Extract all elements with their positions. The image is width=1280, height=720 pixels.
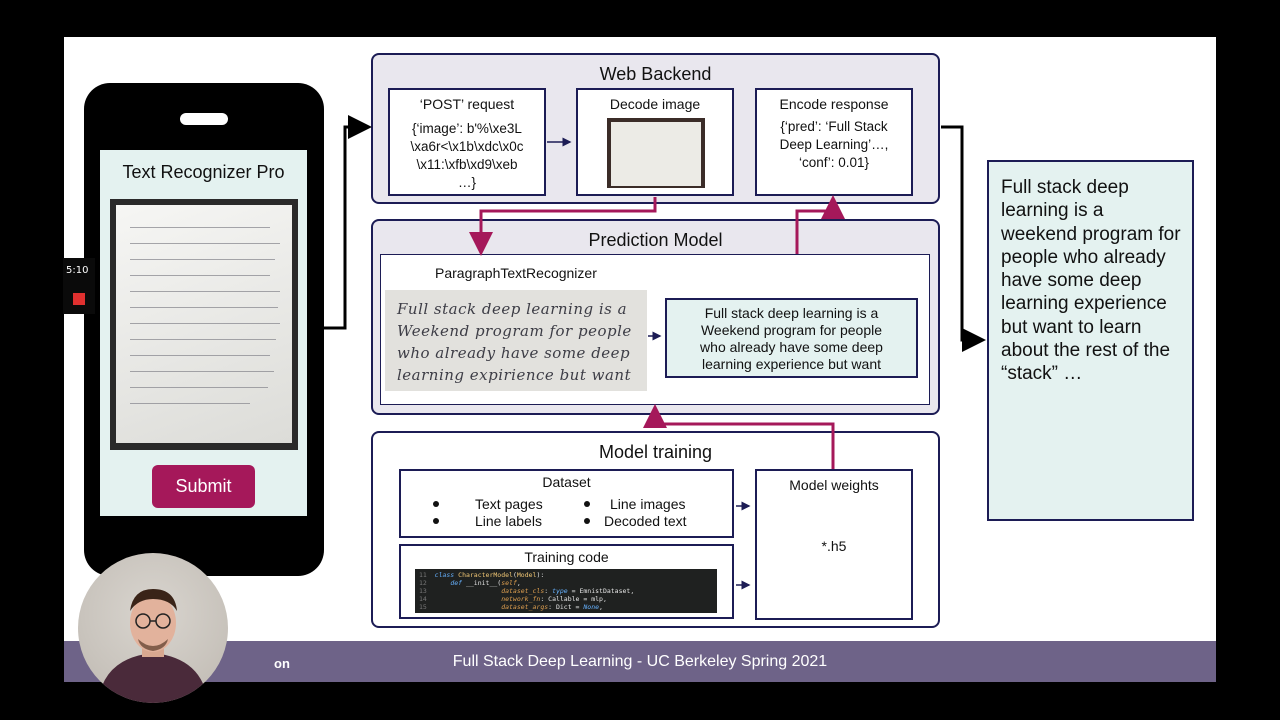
dataset-item: Text pages: [475, 496, 543, 512]
post-request-box: ‘POST’ request {‘image’: b'%\xe3L \xa6r<…: [388, 88, 546, 196]
recognized-text-box: Full stack deep learning is a Weekend pr…: [665, 298, 918, 378]
arrow-model-to-encode: [795, 195, 845, 254]
phone-screen: Text Recognizer Pro Submit: [100, 150, 307, 516]
model-weights-box: Model weights *.h5: [755, 469, 913, 620]
decode-image-box: Decode image: [576, 88, 734, 196]
presenter-webcam: [78, 553, 228, 703]
handwriting-line-image: Full stack deep learning is a Weekend pr…: [385, 290, 647, 391]
handwritten-page-photo: [110, 199, 298, 450]
decode-image-title: Decode image: [609, 96, 701, 112]
arrow-weights-to-model: [643, 404, 835, 469]
model-weights-file: *.h5: [821, 538, 847, 554]
submit-button[interactable]: Submit: [152, 465, 255, 508]
dataset-item: Decoded text: [604, 513, 687, 529]
footer-bar: Full Stack Deep Learning - UC Berkeley S…: [64, 641, 1216, 682]
prediction-model-title: Prediction Model: [588, 230, 723, 250]
decoded-image-thumbnail: [607, 118, 705, 188]
post-request-body: {‘image’: b'%\xe3L \xa6r<\x1b\xdc\x0c \x…: [410, 121, 524, 190]
dataset-title: Dataset: [542, 474, 591, 490]
post-request-title: ‘POST’ request: [419, 96, 515, 112]
paragraph-recognizer-label: ParagraphTextRecognizer: [435, 265, 597, 281]
recording-time: 5:10: [66, 265, 89, 276]
encode-response-body: {‘pred’: ‘Full Stack Deep Learning’…, ‘c…: [779, 119, 889, 170]
paper-sheet: [116, 205, 292, 443]
presenter-avatar: [98, 589, 208, 703]
app-title: Text Recognizer Pro: [122, 162, 285, 182]
arrow-backend-to-output: [941, 125, 986, 352]
dataset-box: Dataset Text pages Line images Line labe…: [399, 469, 734, 538]
dataset-item: Line images: [610, 496, 686, 512]
recording-widget: 5:10: [63, 258, 95, 314]
phone-mockup: Text Recognizer Pro Submit: [84, 83, 324, 576]
encode-response-box: Encode response {‘pred’: ‘Full Stack Dee…: [755, 88, 913, 196]
web-backend-title: Web Backend: [599, 64, 712, 84]
footer-title: Full Stack Deep Learning - UC Berkeley S…: [452, 653, 828, 670]
phone-speaker: [180, 113, 228, 125]
output-text: Full stack deep learning is a weekend pr…: [1001, 177, 1181, 385]
arrow-phone-to-backend: [324, 115, 372, 330]
dataset-item: Line labels: [475, 513, 542, 529]
model-training-title: Model training: [598, 442, 713, 462]
footer-presenter-fragment: on: [274, 656, 290, 671]
model-weights-title: Model weights: [789, 477, 879, 493]
training-code-title: Training code: [524, 549, 609, 565]
arrow-decode-to-model: [469, 197, 657, 256]
code-snippet: 11 class CharacterModel(Model):12 def __…: [415, 569, 717, 613]
stop-recording-icon[interactable]: [73, 293, 85, 305]
output-text-panel: Full stack deep learning is a weekend pr…: [987, 160, 1194, 521]
encode-response-title: Encode response: [779, 96, 889, 112]
